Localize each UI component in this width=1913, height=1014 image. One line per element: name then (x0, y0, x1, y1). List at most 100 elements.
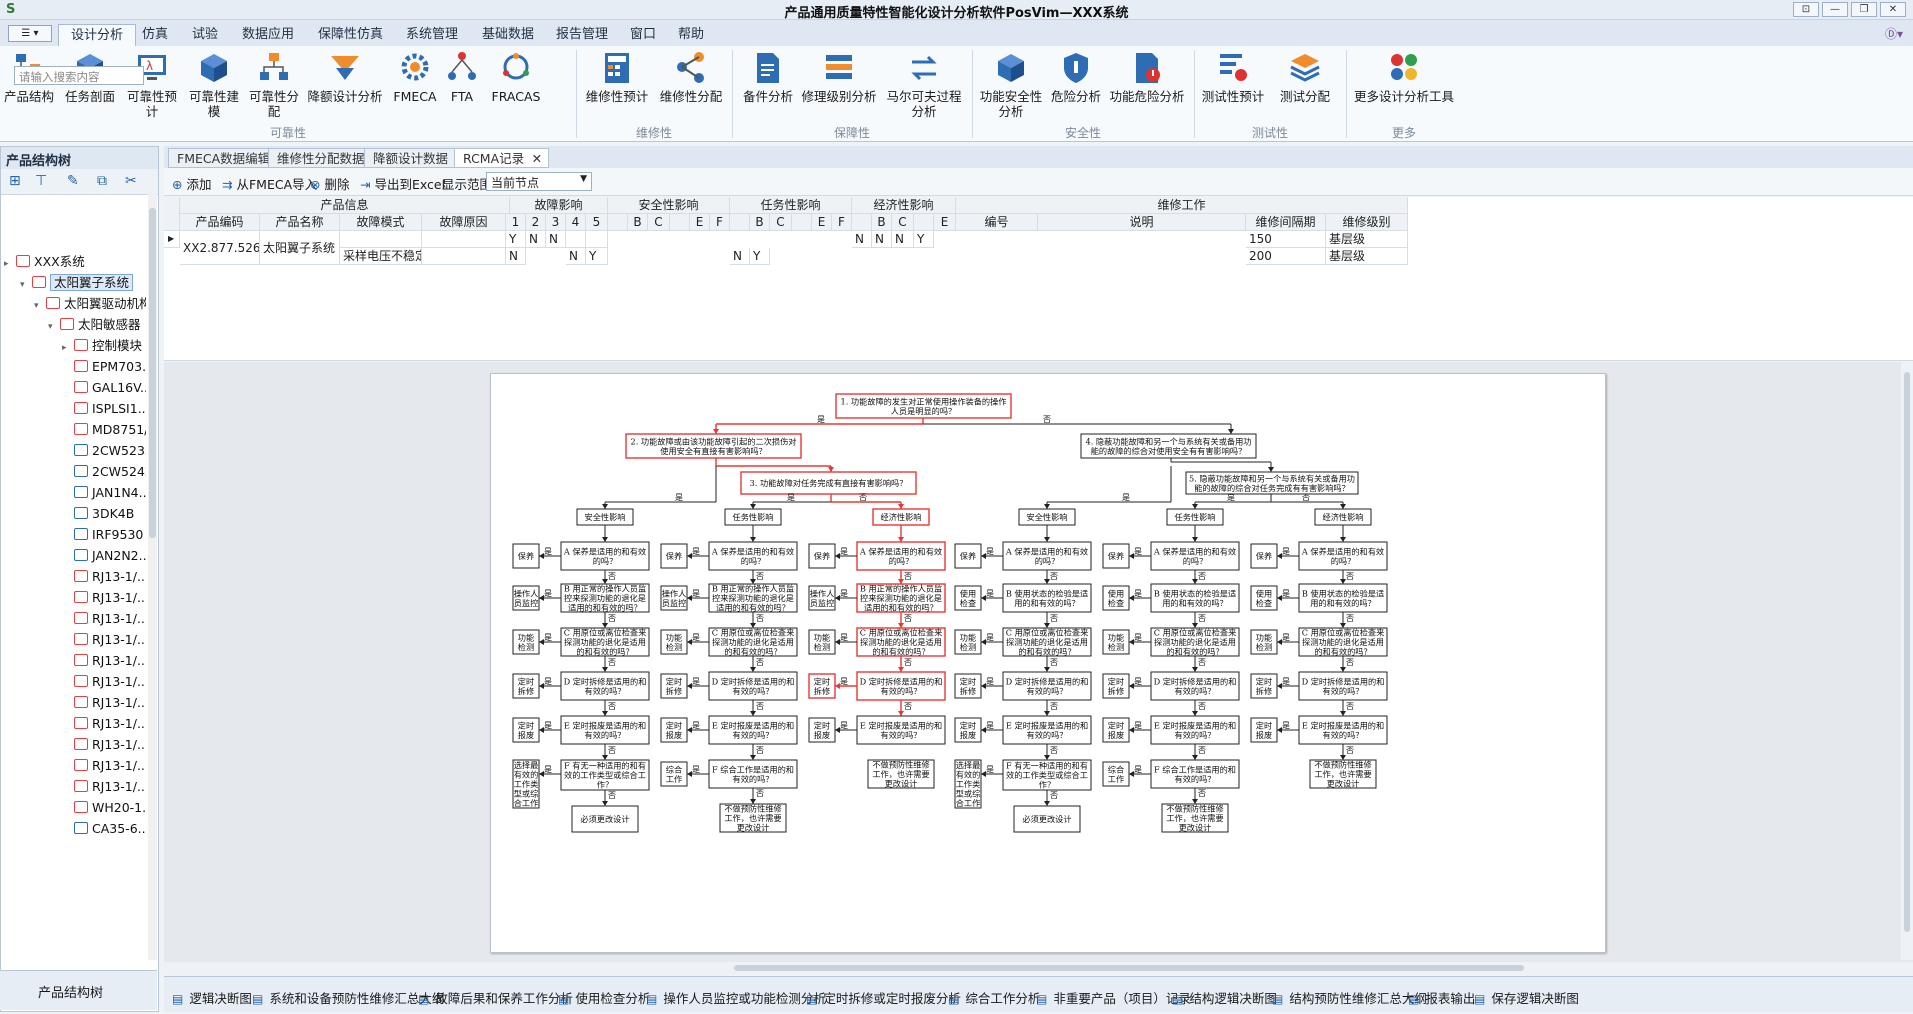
col-header[interactable]: 3 (546, 214, 566, 231)
tab-logic-decision[interactable]: 逻辑决断图 (172, 988, 252, 1007)
functional-hazard-analysis-button[interactable]: 功能危险分析 (1108, 50, 1186, 104)
menu-tab-design-analysis[interactable]: 设计分析 (58, 24, 137, 46)
testability-prediction-button[interactable]: 测试性预计 (1200, 50, 1266, 104)
col-header[interactable]: 5 (586, 214, 608, 231)
col-header[interactable]: 产品名称 (260, 214, 340, 231)
tab-report-output[interactable]: 报表输出 (1408, 988, 1475, 1007)
col-header[interactable]: E (690, 214, 710, 231)
insert-node-icon[interactable]: ⊤ (35, 173, 48, 189)
menu-tab-system-management[interactable]: 系统管理 (406, 27, 459, 42)
cell-failure-mode[interactable]: 采样电压不稳定 (340, 248, 422, 265)
tree-node[interactable]: RJ13-1/... (74, 672, 146, 692)
maintainability-allocation-button[interactable]: 维修性分配 (658, 50, 724, 104)
tab-fmeca-data[interactable]: FMECA数据编辑 (168, 148, 280, 168)
cell-interval[interactable]: 200 (1246, 248, 1326, 265)
tab-save-diagram[interactable]: 保存逻辑决断图 (1474, 988, 1579, 1007)
cell-fi-5[interactable]: Y (586, 248, 608, 265)
close-button[interactable]: ✕ (1880, 2, 1906, 17)
cell-product-code[interactable]: XX2.877.526A1 (180, 231, 260, 265)
tree-scrollbar[interactable] (148, 194, 157, 960)
cell-econ-c[interactable]: N (892, 231, 914, 248)
cell-fi-2[interactable]: N (526, 231, 546, 248)
derating-analysis-button[interactable]: 降额设计分析 (306, 50, 384, 104)
col-header[interactable]: 编号 (956, 214, 1038, 231)
user-icon[interactable]: Ⓓ▾ (1884, 27, 1903, 41)
tree-node[interactable]: 2CW5242 (74, 462, 146, 482)
tab-failure-consequence[interactable]: 故障后果和保养工作分析 (418, 988, 573, 1007)
fta-button[interactable]: FTA (442, 50, 482, 104)
tree-node[interactable]: RJ13-1/... (74, 756, 146, 776)
tab-combined-work[interactable]: 综合工作分析 (948, 988, 1040, 1007)
tree-node[interactable]: WH20-1... (74, 798, 146, 818)
cut-icon[interactable]: ✂ (125, 173, 137, 189)
close-tab-icon[interactable]: ✕ (531, 151, 543, 166)
repair-level-analysis-button[interactable]: 修理级别分析 (800, 50, 878, 104)
col-header[interactable]: 维修间隔期 (1246, 214, 1326, 231)
import-from-fmeca-button[interactable]: ⇉ 从FMECA导入 (222, 177, 318, 192)
markov-analysis-button[interactable]: 马尔可夫过程分析 (884, 50, 964, 119)
delete-button[interactable]: ⊗ 删除 (310, 177, 350, 192)
fracas-button[interactable]: FRACAS (490, 50, 542, 104)
col-header[interactable]: B (628, 214, 648, 231)
cell-econ-a[interactable]: N (852, 231, 872, 248)
functional-safety-analysis-button[interactable]: 功能安全性分析 (978, 50, 1044, 119)
cell-econ-b[interactable]: N (872, 231, 892, 248)
col-header[interactable]: 1 (506, 214, 526, 231)
col-header[interactable]: F (710, 214, 730, 231)
menu-tab-help[interactable]: 帮助 (678, 27, 705, 42)
cell-failure-cause[interactable] (422, 248, 506, 265)
add-button[interactable]: ⊕ 添加 (172, 177, 212, 192)
tree-node[interactable]: RJ13-1/... (74, 630, 146, 650)
col-header[interactable]: E (812, 214, 832, 231)
tree-node[interactable]: RJ13-1/... (74, 609, 146, 629)
tree-node[interactable]: RJ13-1/... (74, 714, 146, 734)
tree-node[interactable]: JAN2N2... (74, 546, 146, 566)
cell-fi-4[interactable] (566, 231, 586, 248)
cell-fi-5[interactable] (586, 231, 608, 248)
quick-access-menu-icon[interactable]: ☰ ▾ (8, 25, 52, 42)
cell-product-name[interactable]: 太阳翼子系统 (260, 231, 340, 265)
menu-tab-data-application[interactable]: 数据应用 (242, 27, 295, 42)
cell-fi-1[interactable]: N (506, 248, 526, 265)
tab-rcma-records[interactable]: RCMA记录✕ (454, 148, 550, 168)
maximize-button[interactable]: ❐ (1851, 2, 1877, 17)
cell-econ-d[interactable]: Y (914, 231, 934, 248)
tree-node[interactable]: ▾太阳翼驱动机构 (34, 296, 146, 311)
cell-interval[interactable]: 150 (1246, 231, 1326, 248)
tree-scrollbar-thumb[interactable] (149, 208, 156, 538)
col-header[interactable]: 故障原因 (422, 214, 506, 231)
export-excel-button[interactable]: ⇥ 导出到Excel (360, 177, 446, 192)
reliability-allocation-button[interactable]: 可靠性分配 (246, 50, 302, 119)
tab-structure-pm-summary[interactable]: 结构预防性维修汇总大纲 (1272, 988, 1427, 1007)
menu-tab-report-management[interactable]: 报告管理 (556, 27, 609, 42)
cell-level[interactable]: 基层级 (1326, 248, 1408, 265)
fmeca-button[interactable]: FMECA (392, 50, 438, 104)
tree-node[interactable]: ▸XXX系统 (4, 254, 85, 269)
tab-structure-logic[interactable]: 结构逻辑决断图 (1172, 988, 1277, 1007)
col-header[interactable]: 4 (566, 214, 586, 231)
tree-node[interactable]: JAN1N4... (74, 483, 146, 503)
tree-node[interactable]: 2CW5235 (74, 441, 146, 461)
col-header[interactable]: F (832, 214, 852, 231)
copy-icon[interactable]: ⧉ (97, 173, 107, 189)
tree-node[interactable]: RJ13-1/... (74, 777, 146, 797)
diagram-hscrollbar-thumb[interactable] (734, 965, 1524, 971)
col-header[interactable]: B (750, 214, 770, 231)
menu-tab-support-simulation[interactable]: 保障性仿真 (318, 27, 384, 42)
col-header[interactable]: 产品编码 (180, 214, 260, 231)
tab-pm-summary[interactable]: 系统和设备预防性维修汇总大纲 (252, 988, 444, 1007)
tree-node[interactable]: CA35-6... (74, 819, 146, 839)
tree-node[interactable]: 3DK4B (74, 504, 134, 524)
cell-task-a[interactable]: N (730, 248, 750, 265)
tab-maintainability-allocation-data[interactable]: 维修性分配数据 (268, 148, 374, 168)
maintainability-prediction-button[interactable]: 维修性预计 (584, 50, 650, 104)
tree-node[interactable]: RJ13-1/... (74, 567, 146, 587)
tree-node[interactable]: GAL16V... (74, 378, 146, 398)
tree-node[interactable]: RJ13-1/... (74, 651, 146, 671)
tab-derating-data[interactable]: 降额设计数据 (364, 148, 458, 168)
cell-fi-3[interactable]: N (546, 231, 566, 248)
col-header[interactable]: 说明 (1038, 214, 1246, 231)
test-allocation-button[interactable]: 测试分配 (1272, 50, 1338, 104)
hazard-analysis-button[interactable]: 危险分析 (1048, 50, 1104, 104)
col-header[interactable]: C (648, 214, 670, 231)
